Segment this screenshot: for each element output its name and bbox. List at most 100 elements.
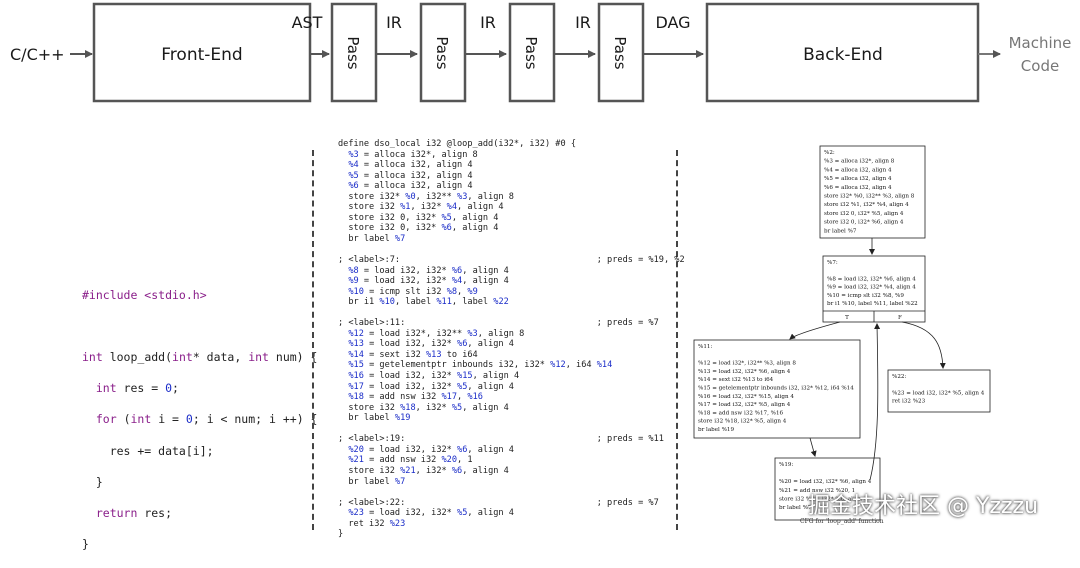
front-end-label: Front-End bbox=[161, 45, 242, 65]
cfg-line: store i32 0, i32* %6, align 4 bbox=[824, 220, 904, 226]
cfg-line: %22: bbox=[892, 374, 906, 380]
cfg-line: store i32 %1, i32* %4, align 4 bbox=[824, 202, 909, 208]
ir-line: store i32 0, i32* %5, align 4 bbox=[338, 212, 499, 223]
cfg-line: store i32 %18, i32* %5, align 4 bbox=[698, 419, 787, 425]
cfg-line: %13 = load i32, i32* %6, align 4 bbox=[698, 369, 791, 375]
ir-line: %4 = alloca i32, align 4 bbox=[348, 160, 473, 171]
cfg-line: %20 = load i32, i32* %6, align 4 bbox=[779, 479, 872, 485]
code-line: } bbox=[82, 537, 89, 552]
cfg-true-label: T bbox=[845, 315, 849, 321]
cfg-line: br i1 %10, label %11, label %22 bbox=[827, 301, 918, 307]
cfg-line: %14 = sext i32 %13 to i64 bbox=[698, 377, 774, 383]
cfg-line: %6 = alloca i32, align 4 bbox=[824, 185, 892, 191]
ir-line: define dso_local i32 @loop_add(i32*, i32… bbox=[338, 139, 576, 149]
code-line: for (int i = 0; i < num; i ++) { bbox=[95, 412, 318, 427]
cfg-line: %21 = add nsw i32 %20, 1 bbox=[779, 488, 855, 494]
ir-line: %12 = load i32*, i32** %3, align 8 bbox=[348, 328, 525, 339]
output-label-line1: Machine bbox=[1009, 34, 1072, 52]
ir-line: %5 = alloca i32, align 4 bbox=[348, 170, 473, 181]
ir-line: ; <label>:22: ; preds = %7 bbox=[338, 497, 659, 508]
pass-label-1: Pass bbox=[344, 36, 362, 69]
code-line: } bbox=[82, 474, 103, 489]
ir-line: %9 = load i32, i32* %4, align 4 bbox=[348, 276, 509, 287]
code-line: #include <stdio.h> bbox=[82, 288, 317, 304]
cfg-line: store i32 %21, i32* %6, align 4 bbox=[779, 496, 868, 502]
cfg-edge-19-7 bbox=[869, 323, 881, 481]
pass-box-2 bbox=[419, 2, 467, 103]
output-label-line2: Code bbox=[1021, 57, 1059, 75]
ir-line: %8 = load i32, i32* %6, align 4 bbox=[348, 265, 509, 276]
edge-label-ir-2: IR bbox=[480, 13, 496, 32]
cfg-line: %7: bbox=[827, 260, 838, 266]
ir-line: store i32 0, i32* %6, align 4 bbox=[338, 223, 499, 234]
cfg-line: %5 = alloca i32, align 4 bbox=[824, 176, 892, 182]
back-end-label: Back-End bbox=[803, 45, 883, 65]
front-end-box bbox=[92, 2, 312, 103]
ir-line: store i32 %1, i32* %4, align 4 bbox=[338, 202, 504, 213]
c-source-code: #include <stdio.h> int loop_add(int* dat… bbox=[82, 272, 317, 568]
ir-line: %14 = sext i32 %13 to i64 bbox=[348, 349, 478, 360]
edge-label-dag: DAG bbox=[655, 13, 690, 32]
ir-line: %17 = load i32, i32* %5, align 4 bbox=[348, 381, 514, 392]
code-line: return res; bbox=[95, 505, 173, 520]
cfg-line: %12 = load i32*, i32** %3, align 8 bbox=[698, 361, 796, 367]
back-end-box bbox=[705, 2, 980, 103]
pass-label-3: Pass bbox=[522, 36, 540, 69]
ir-line: br label %7 bbox=[338, 476, 406, 487]
ir-line: %21 = add nsw i32 %20, 1 bbox=[348, 455, 473, 466]
ir-line: %16 = load i32, i32* %15, align 4 bbox=[348, 371, 520, 382]
pass-box-3 bbox=[508, 2, 556, 103]
ir-line: store i32 %18, i32* %5, align 4 bbox=[338, 402, 509, 413]
cfg-line: %10 = icmp slt i32 %8, %9 bbox=[827, 293, 904, 299]
cfg-block-2-text: %2: %3 = alloca i32*, align 8 %4 = alloca … bbox=[824, 150, 915, 234]
ir-line: %3 = alloca i32*, align 8 bbox=[348, 149, 478, 160]
ir-line: br label %19 bbox=[338, 413, 411, 424]
edge-label-ast: AST bbox=[292, 13, 323, 32]
ir-line: %15 = getelementptr inbounds i32, i32* %… bbox=[348, 360, 613, 371]
ir-line: br label %7 bbox=[338, 233, 406, 244]
separator-left bbox=[312, 150, 314, 530]
cfg-line: %2: bbox=[824, 150, 835, 156]
ir-line: ret i32 %23 bbox=[338, 518, 406, 529]
cfg-false-label: F bbox=[898, 315, 902, 321]
ir-line: store i32* %0, i32** %3, align 8 bbox=[338, 191, 514, 202]
code-line: int loop_add(int* data, int num) { bbox=[82, 349, 318, 364]
ir-line: br i1 %10, label %11, label %22 bbox=[338, 297, 509, 308]
cfg-line: %17 = load i32, i32* %5, align 4 bbox=[698, 402, 791, 408]
ir-line bbox=[338, 487, 685, 498]
cfg-line: store i32* %0, i32** %3, align 8 bbox=[824, 194, 915, 200]
pass-label-2: Pass bbox=[433, 36, 451, 69]
cfg-line: %23 = load i32, i32* %5, align 4 bbox=[892, 390, 985, 396]
cfg-caption: CFG for 'loop_add' function bbox=[800, 518, 884, 525]
code-line bbox=[82, 319, 317, 335]
cfg-block-19 bbox=[774, 457, 881, 521]
cfg-block-22-text: %22:%23 = load i32, i32* %5, align 4ret … bbox=[892, 374, 985, 405]
cfg-block-7-text: %7:%8 = load i32, i32* %6, align 4%9 = l… bbox=[827, 260, 918, 307]
ir-line: %13 = load i32, i32* %6, align 4 bbox=[348, 339, 514, 350]
ir-line: ; <label>:11: ; preds = %7 bbox=[338, 318, 659, 329]
cfg-line: %15 = getelementptr inbounds i32, i32* %… bbox=[698, 386, 854, 392]
code-line: res += data[i]; bbox=[82, 443, 214, 458]
cfg-line: br label %7 bbox=[824, 228, 857, 234]
cfg-line: %4 = alloca i32, align 4 bbox=[824, 167, 892, 173]
compiler-pipeline: C/C++ Front-End AST Pass IR Pass IR Pass… bbox=[10, 2, 1072, 103]
ir-line: %23 = load i32, i32* %5, align 4 bbox=[348, 508, 514, 519]
edge-label-ir-1: IR bbox=[386, 13, 402, 32]
ir-line: %18 = add nsw i32 %17, %16 bbox=[348, 392, 483, 403]
ir-line: %6 = alloca i32, align 4 bbox=[348, 181, 473, 192]
cfg-edge-7-11 bbox=[789, 321, 841, 340]
pass-label-4: Pass bbox=[611, 36, 629, 69]
cfg-edge-7-22 bbox=[901, 321, 946, 369]
ir-line: } bbox=[338, 529, 344, 540]
pass-box-1 bbox=[330, 2, 378, 103]
cfg-line: %8 = load i32, i32* %6, align 4 bbox=[827, 276, 916, 282]
cfg-block-11 bbox=[693, 339, 861, 439]
ir-line bbox=[338, 244, 685, 255]
code-line: int res = 0; bbox=[95, 381, 179, 396]
cfg-line: %3 = alloca i32*, align 8 bbox=[824, 159, 895, 165]
cfg-edge-11-19 bbox=[809, 437, 817, 457]
cfg-line: %16 = load i32, i32* %15, align 4 bbox=[698, 394, 794, 400]
cfg-line: br label %7 bbox=[779, 505, 812, 511]
cfg-block-22 bbox=[887, 369, 991, 413]
ir-line bbox=[338, 308, 685, 319]
